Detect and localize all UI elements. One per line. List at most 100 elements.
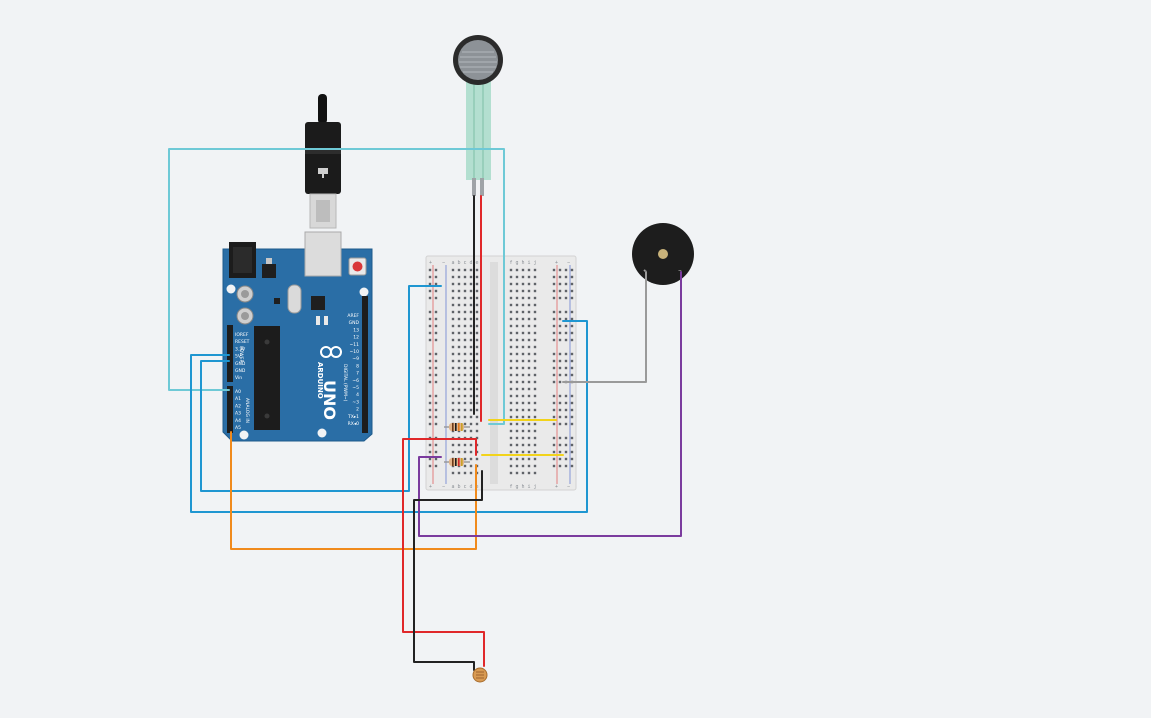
rail-hole <box>570 296 574 300</box>
breadboard-hole <box>527 289 531 293</box>
breadboard-hole <box>457 345 461 349</box>
rail-hole <box>428 359 432 363</box>
digital-section-label: DIGITAL (PWM~) <box>342 364 348 402</box>
breadboard-hole <box>521 331 525 335</box>
breadboard-hole <box>451 268 455 272</box>
breadboard-hole <box>457 275 461 279</box>
rail-hole <box>558 324 562 328</box>
rail-hole <box>564 422 568 426</box>
breadboard-hole <box>527 352 531 356</box>
pin-label: A2 <box>235 403 241 409</box>
rail-hole <box>570 373 574 377</box>
breadboard-hole <box>521 338 525 342</box>
arduino-uno-board[interactable]: ARDUINO UNO DIGITAL (PWM~) POWER ANALOG … <box>222 231 373 442</box>
breadboard-hole <box>527 415 531 419</box>
column-letter-i: i <box>528 260 531 266</box>
breadboard-hole <box>469 387 473 391</box>
breadboard-hole <box>509 317 513 321</box>
column-letter-f: f <box>510 484 513 490</box>
pin-label: A3 <box>235 411 241 417</box>
wire-gray-buzzer[interactable] <box>562 271 647 383</box>
rail-hole <box>552 401 556 405</box>
breadboard-hole <box>469 282 473 286</box>
breadboard-hole <box>515 394 519 398</box>
rail-minus-label-bottom-left: − <box>442 484 445 490</box>
breadboard-hole <box>469 331 473 335</box>
resistor-2[interactable] <box>444 458 470 466</box>
breadboard-hole <box>515 373 519 377</box>
breadboard-hole <box>451 359 455 363</box>
rail-hole <box>552 275 556 279</box>
buzzer-minus-label: − <box>678 269 682 274</box>
breadboard-hole <box>533 352 537 356</box>
rail-hole <box>434 359 438 363</box>
force-sensor[interactable] <box>453 35 503 196</box>
usb-port <box>304 231 342 277</box>
breadboard-hole <box>509 359 513 363</box>
wire-purple-buzzer[interactable] <box>418 271 682 537</box>
breadboard-hole <box>457 282 461 286</box>
breadboard-hole <box>463 366 467 370</box>
breadboard-hole <box>463 429 467 433</box>
rail-hole <box>564 450 568 454</box>
rail-hole <box>570 408 574 412</box>
rail-hole <box>570 366 574 370</box>
rail-hole <box>558 415 562 419</box>
pin-label: ~11 <box>350 342 360 348</box>
analog-section-label: ANALOG IN <box>244 398 250 423</box>
rail-hole <box>570 317 574 321</box>
rail-hole <box>552 338 556 342</box>
breadboard-hole <box>475 429 479 433</box>
breadboard-hole <box>515 310 519 314</box>
rail-hole <box>558 450 562 454</box>
breadboard-hole <box>457 366 461 370</box>
rail-hole <box>552 443 556 447</box>
rail-hole <box>434 268 438 272</box>
rail-hole <box>552 422 556 426</box>
rail-hole <box>570 450 574 454</box>
breadboard-hole <box>475 415 479 419</box>
breadboard-hole <box>515 401 519 405</box>
usb-cable[interactable] <box>305 94 341 229</box>
photoresistor[interactable] <box>472 667 488 683</box>
wire-orange-analog[interactable] <box>230 431 477 550</box>
breadboard-hole <box>527 317 531 321</box>
breadboard-hole <box>509 331 513 335</box>
rail-hole <box>434 394 438 398</box>
wire-black-photoresistor[interactable] <box>413 470 483 671</box>
wire-blue-gnd[interactable] <box>190 320 588 513</box>
breadboard-hole <box>509 429 513 433</box>
rail-hole <box>570 359 574 363</box>
rail-hole <box>552 268 556 272</box>
breadboard-hole <box>509 443 513 447</box>
breadboard-hole <box>475 366 479 370</box>
breadboard-hole <box>527 303 531 307</box>
wire-red-photoresistor[interactable] <box>402 438 485 667</box>
breadboard-hole <box>533 464 537 468</box>
breadboard-hole <box>533 366 537 370</box>
wires <box>168 148 682 671</box>
piezo-buzzer[interactable]: + − <box>632 223 694 285</box>
wire-light-blue[interactable] <box>168 148 505 425</box>
breadboard-hole <box>515 296 519 300</box>
resistor-1[interactable] <box>444 423 470 431</box>
breadboard-hole <box>533 387 537 391</box>
breadboard-hole <box>527 310 531 314</box>
rail-hole <box>570 275 574 279</box>
column-letter-b: b <box>458 260 461 266</box>
breadboard-hole <box>469 429 473 433</box>
breadboard-hole <box>533 422 537 426</box>
rail-hole <box>558 317 562 321</box>
rail-hole <box>558 289 562 293</box>
breadboard-hole <box>509 394 513 398</box>
breadboard-hole <box>451 310 455 314</box>
column-letter-a: a <box>452 484 455 490</box>
breadboard-hole <box>521 366 525 370</box>
rail-hole <box>564 317 568 321</box>
breadboard-hole <box>475 380 479 384</box>
breadboard-hole <box>457 359 461 363</box>
wire-blue-5v[interactable] <box>200 285 442 492</box>
